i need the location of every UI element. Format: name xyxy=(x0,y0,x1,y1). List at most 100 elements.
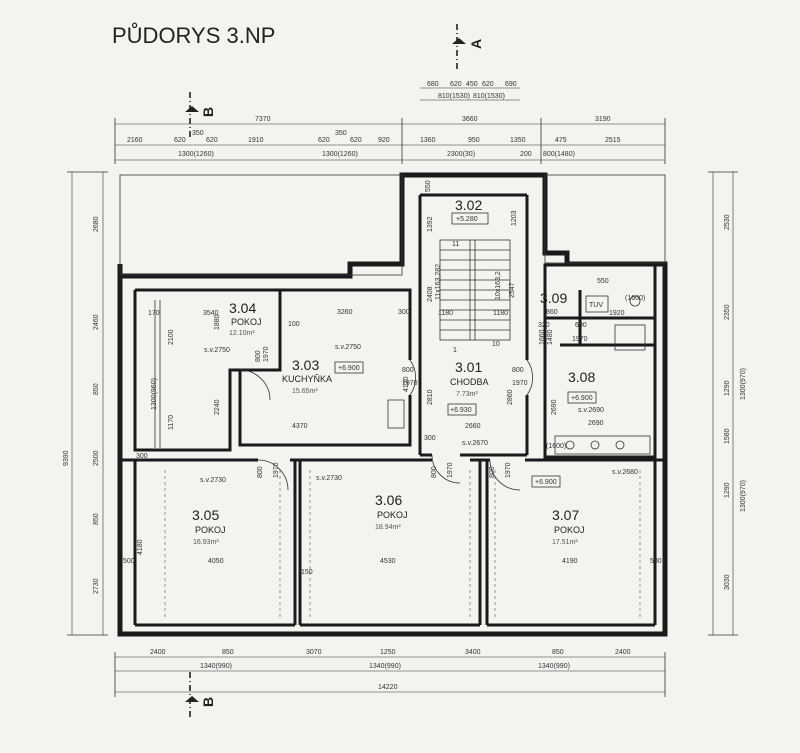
hidden-lines xyxy=(164,470,641,620)
dim-label: 150 xyxy=(301,569,313,576)
dim-label: 2300(30) xyxy=(447,151,475,158)
inner-dims: 170 3540 1880 2100 1170 2240 1300(960) 3… xyxy=(123,180,662,576)
dim-label: 620 xyxy=(318,137,330,144)
dim-label: 1290 xyxy=(724,482,731,498)
dim-label: 2100 xyxy=(168,329,175,345)
tuv-size: (1600) xyxy=(625,295,645,302)
room-number: 3.02 xyxy=(455,197,482,213)
dims-top: 7370 3660 3190 2160 350 1910 350 920 136… xyxy=(127,81,621,158)
room-height: s.v.2680 xyxy=(612,469,638,476)
dim-label: 3540 xyxy=(203,310,219,317)
fixtures: TUV (1600) xyxy=(387,295,651,455)
room-height: s.v.2730 xyxy=(316,475,342,482)
dim-label: 2515 xyxy=(605,137,621,144)
dim-label: 1920 xyxy=(609,310,625,317)
room-area: 17.51m² xyxy=(552,539,578,546)
room-303: 3.03 KUCHYŇKA 15.65m² s.v.2750 +6.900 xyxy=(282,344,364,395)
dim-label: 810(1530) xyxy=(438,93,470,100)
dim-label: 800 xyxy=(255,350,262,362)
section-marker-b-bottom: B xyxy=(185,672,216,718)
dim-label: 2660 xyxy=(465,423,481,430)
dim-label: 1170 xyxy=(168,415,175,430)
dim-label: 2690 xyxy=(588,420,604,427)
room-number: 3.07 xyxy=(552,507,579,523)
room-number: 3.04 xyxy=(229,300,256,316)
dim-label: 1340(990) xyxy=(200,663,232,670)
dim-label: 810(1530) xyxy=(473,93,505,100)
dim-label: 4530 xyxy=(380,558,396,565)
dim-label: 7370 xyxy=(255,116,271,123)
dim-label: 620 xyxy=(206,137,218,144)
dim-label: 4120 xyxy=(403,376,410,392)
dim-label: 1300(1260) xyxy=(178,151,214,158)
bathtub xyxy=(554,435,651,455)
dim-label: 620 xyxy=(450,81,462,88)
tuv-box xyxy=(585,295,609,313)
dim-label: 950 xyxy=(468,137,480,144)
room-area: 16.93m² xyxy=(193,539,219,546)
dim-label: 1660 xyxy=(539,329,546,345)
dim-label: 3030 xyxy=(724,574,731,590)
dim-label: 1480 xyxy=(547,329,554,345)
dim-label: 800 xyxy=(257,466,264,478)
dim-label: 3190 xyxy=(595,116,611,123)
dim-label: 3660 xyxy=(462,116,478,123)
section-marker-a: A xyxy=(452,24,484,70)
dim-label: 1910 xyxy=(248,137,264,144)
dim-label: 2408 xyxy=(427,286,434,302)
room-height: s.v.2730 xyxy=(200,477,226,484)
dim-label: 860 xyxy=(546,309,558,316)
dim-label: 2690 xyxy=(551,399,558,415)
dim-label: 1970 xyxy=(402,380,418,387)
dim-label: 14220 xyxy=(378,684,398,691)
dim-label: 1300(1260) xyxy=(322,151,358,158)
dim-label: 500 xyxy=(650,558,662,565)
room-labels: 3.01 CHODBA 7.73m² +6.930 s.v.2670 3.02 … xyxy=(192,197,638,546)
dim-label: 475 xyxy=(555,137,567,144)
dim-label: 9390 xyxy=(63,450,70,466)
dim-label: 1970 xyxy=(512,380,528,387)
dim-label: 1340(990) xyxy=(369,663,401,670)
section-b-top-label: B xyxy=(200,107,216,117)
tuv-label: TUV xyxy=(589,302,603,309)
kitchen-counter xyxy=(387,399,405,429)
room-area: 12.10m² xyxy=(229,330,255,337)
dim-label: 2400 xyxy=(150,649,166,656)
room-301: 3.01 CHODBA 7.73m² +6.930 s.v.2670 xyxy=(447,359,489,447)
dim-label: 550 xyxy=(597,278,609,285)
dim-label: 3070 xyxy=(306,649,322,656)
dim-label: 1290 xyxy=(724,380,731,396)
dim-label: 450 xyxy=(466,81,478,88)
walls xyxy=(117,172,668,637)
room-level: +6.900 xyxy=(535,479,557,486)
staircase xyxy=(439,239,511,341)
room-number: 3.08 xyxy=(568,369,595,385)
dimension-lines xyxy=(67,87,738,697)
dims-left: 2680 2460 850 2500 850 2730 9390 xyxy=(63,216,100,594)
room-level: +6.900 xyxy=(338,365,360,372)
dim-label: 1300(970) xyxy=(740,480,747,512)
dims-right: 2530 2350 1290 1580 1290 3030 1300(970) … xyxy=(724,214,747,590)
dim-label: 1360 xyxy=(420,137,436,144)
dim-label: 690 xyxy=(505,81,517,88)
dim-label: 4050 xyxy=(208,558,224,565)
room-name: CHODBA xyxy=(450,377,489,387)
room-area: 7.73m² xyxy=(456,391,478,398)
dim-label: 1880 xyxy=(214,314,221,330)
room-305: 3.05 POKOJ 16.93m² s.v.2730 xyxy=(192,477,226,546)
dim-label: 1580 xyxy=(724,428,731,444)
dim-label: 1970 xyxy=(505,462,512,478)
room-name: POKOJ xyxy=(231,317,262,327)
dim-label: 2680 xyxy=(93,216,100,232)
dim-label: 170 xyxy=(148,310,160,317)
dim-label: 620 xyxy=(350,137,362,144)
dim-label: 2240 xyxy=(214,399,221,415)
dim-label: 2547 xyxy=(509,282,516,298)
dims-bottom: 2400 850 3070 1250 3400 850 2400 1340(99… xyxy=(150,649,631,691)
room-304: 3.04 POKOJ 12.10m² s.v.2750 xyxy=(204,300,262,354)
dim-label: (1600) xyxy=(546,443,566,450)
section-a-label: A xyxy=(468,39,484,49)
dim-label: 3260 xyxy=(337,309,353,316)
dim-label: 2810 xyxy=(427,389,434,405)
dim-label: 1300(970) xyxy=(740,368,747,400)
